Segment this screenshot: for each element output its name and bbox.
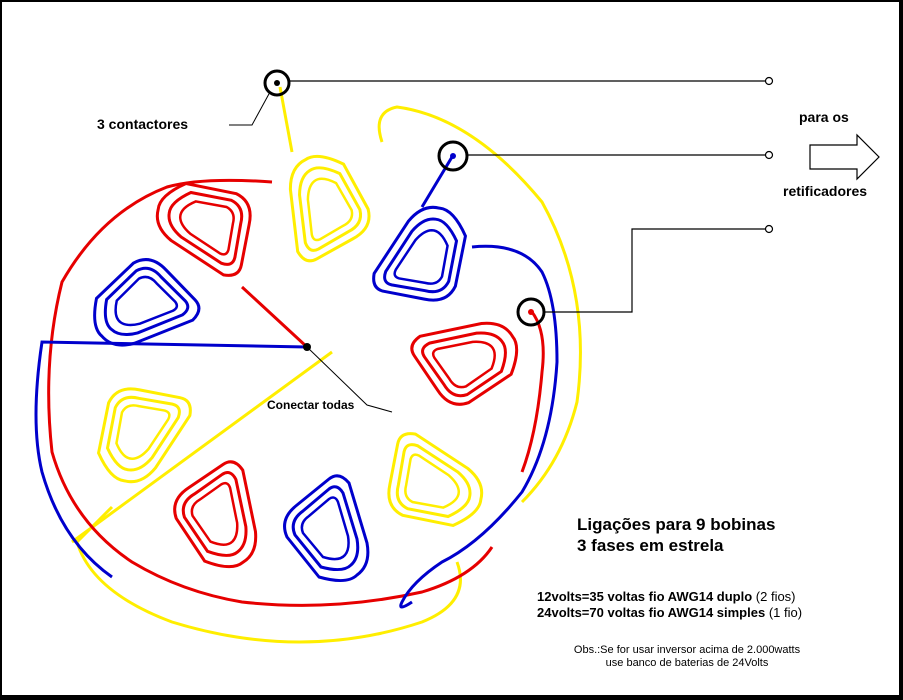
contactor-3 xyxy=(516,297,546,327)
coil-yellow-bottom-right xyxy=(360,414,495,552)
output-terminal-1 xyxy=(764,76,774,86)
yellow-outer-loop xyxy=(71,86,582,644)
red-outer-loop xyxy=(47,178,545,607)
output-terminal-2 xyxy=(764,150,774,160)
arrow-label-top: para os xyxy=(799,109,849,125)
contactors-label: 3 contactores xyxy=(97,116,189,132)
spec-line-1: 12volts=35 voltas fio AWG14 duplo (2 fio… xyxy=(537,589,796,605)
title-line-1: Ligações para 9 bobinas xyxy=(577,515,776,534)
coil-red-right xyxy=(405,315,521,411)
contactor-1 xyxy=(263,69,291,97)
title-line-2: 3 fases em estrela xyxy=(577,536,724,555)
spec-1-normal: (2 fios) xyxy=(752,589,796,604)
coil-yellow-top xyxy=(276,150,380,272)
contactors-leader xyxy=(229,91,271,126)
coil-red-top-left xyxy=(144,157,279,295)
output-wire-3 xyxy=(544,228,768,313)
coil-blue-bottom xyxy=(283,474,370,583)
blue-outer-loop xyxy=(34,156,559,609)
rectifier-arrow xyxy=(809,133,880,181)
coil-blue-top-right xyxy=(354,194,492,329)
coil-yellow-left xyxy=(72,360,210,495)
output-terminal-3 xyxy=(764,224,774,234)
coil-blue-left xyxy=(88,253,204,349)
connect-all-leader xyxy=(306,346,393,413)
note-line-1: Obs.:Se for usar inversor acima de 2.000… xyxy=(573,644,801,656)
spec-2-bold: 24volts=70 voltas fio AWG14 simples xyxy=(537,605,766,620)
coil-red-bottom-left xyxy=(168,455,264,571)
spec-1-bold: 12volts=35 voltas fio AWG14 duplo xyxy=(537,589,753,604)
connect-all-label: Conectar todas xyxy=(267,398,355,412)
spec-2-normal: (1 fio) xyxy=(765,605,803,620)
contactor-2 xyxy=(437,140,469,172)
note-line-2: use banco de baterias de 24Volts xyxy=(605,657,769,669)
spec-line-2: 24volts=70 voltas fio AWG14 simples (1 f… xyxy=(537,605,802,621)
arrow-label-bottom: retificadores xyxy=(783,183,868,199)
